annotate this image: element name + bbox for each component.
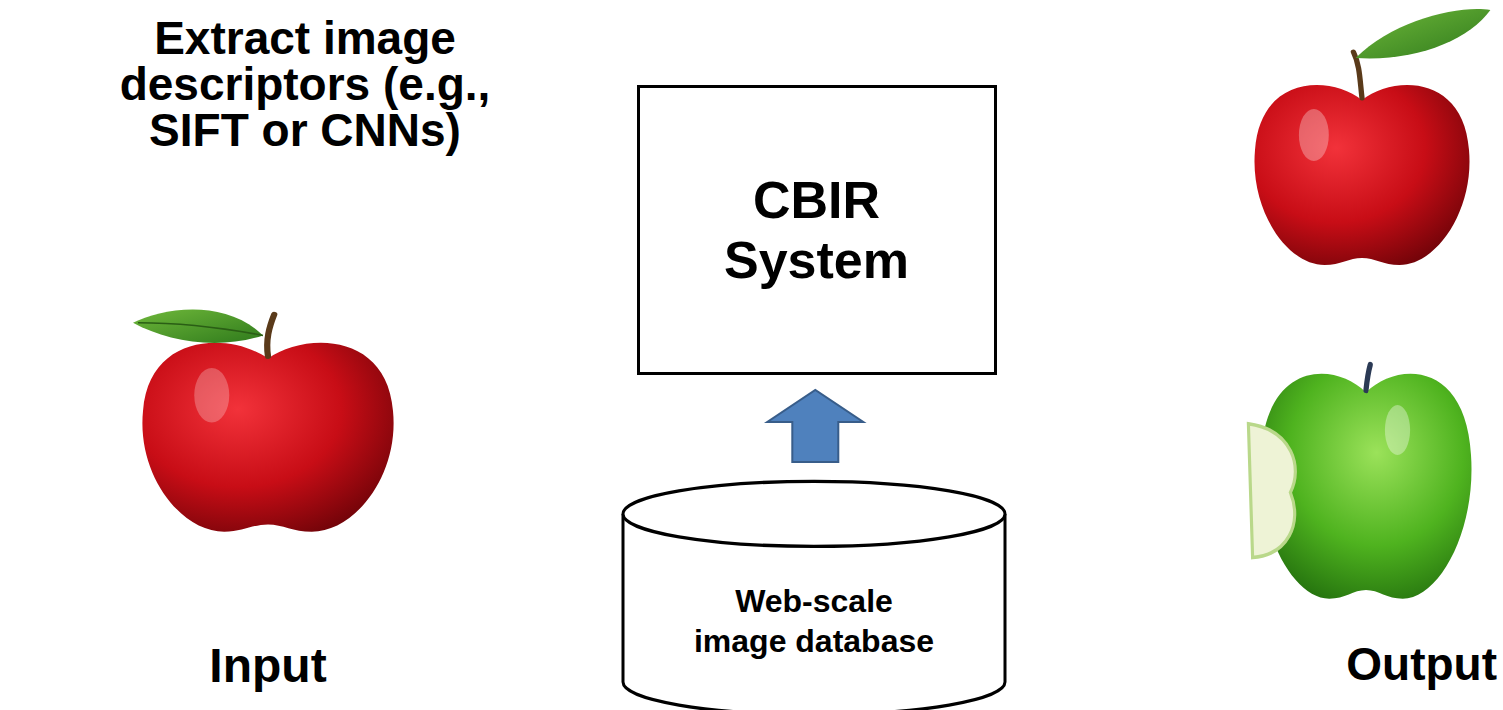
process-box: CBIR System	[637, 85, 997, 375]
step-caption: Extract image descriptors (e.g., SIFT or…	[90, 15, 520, 153]
output-red-apple	[1254, 9, 1490, 265]
node-label: Web-scale image database	[688, 581, 940, 661]
node-label: CBIR System	[667, 170, 967, 290]
output-label: Output	[1297, 636, 1497, 692]
output-green-apple	[1248, 365, 1471, 599]
input-apple	[133, 309, 394, 531]
input-label: Input	[168, 638, 368, 694]
block-arrow	[767, 390, 863, 462]
database-cylinder: Web-scale image database	[620, 478, 1008, 710]
